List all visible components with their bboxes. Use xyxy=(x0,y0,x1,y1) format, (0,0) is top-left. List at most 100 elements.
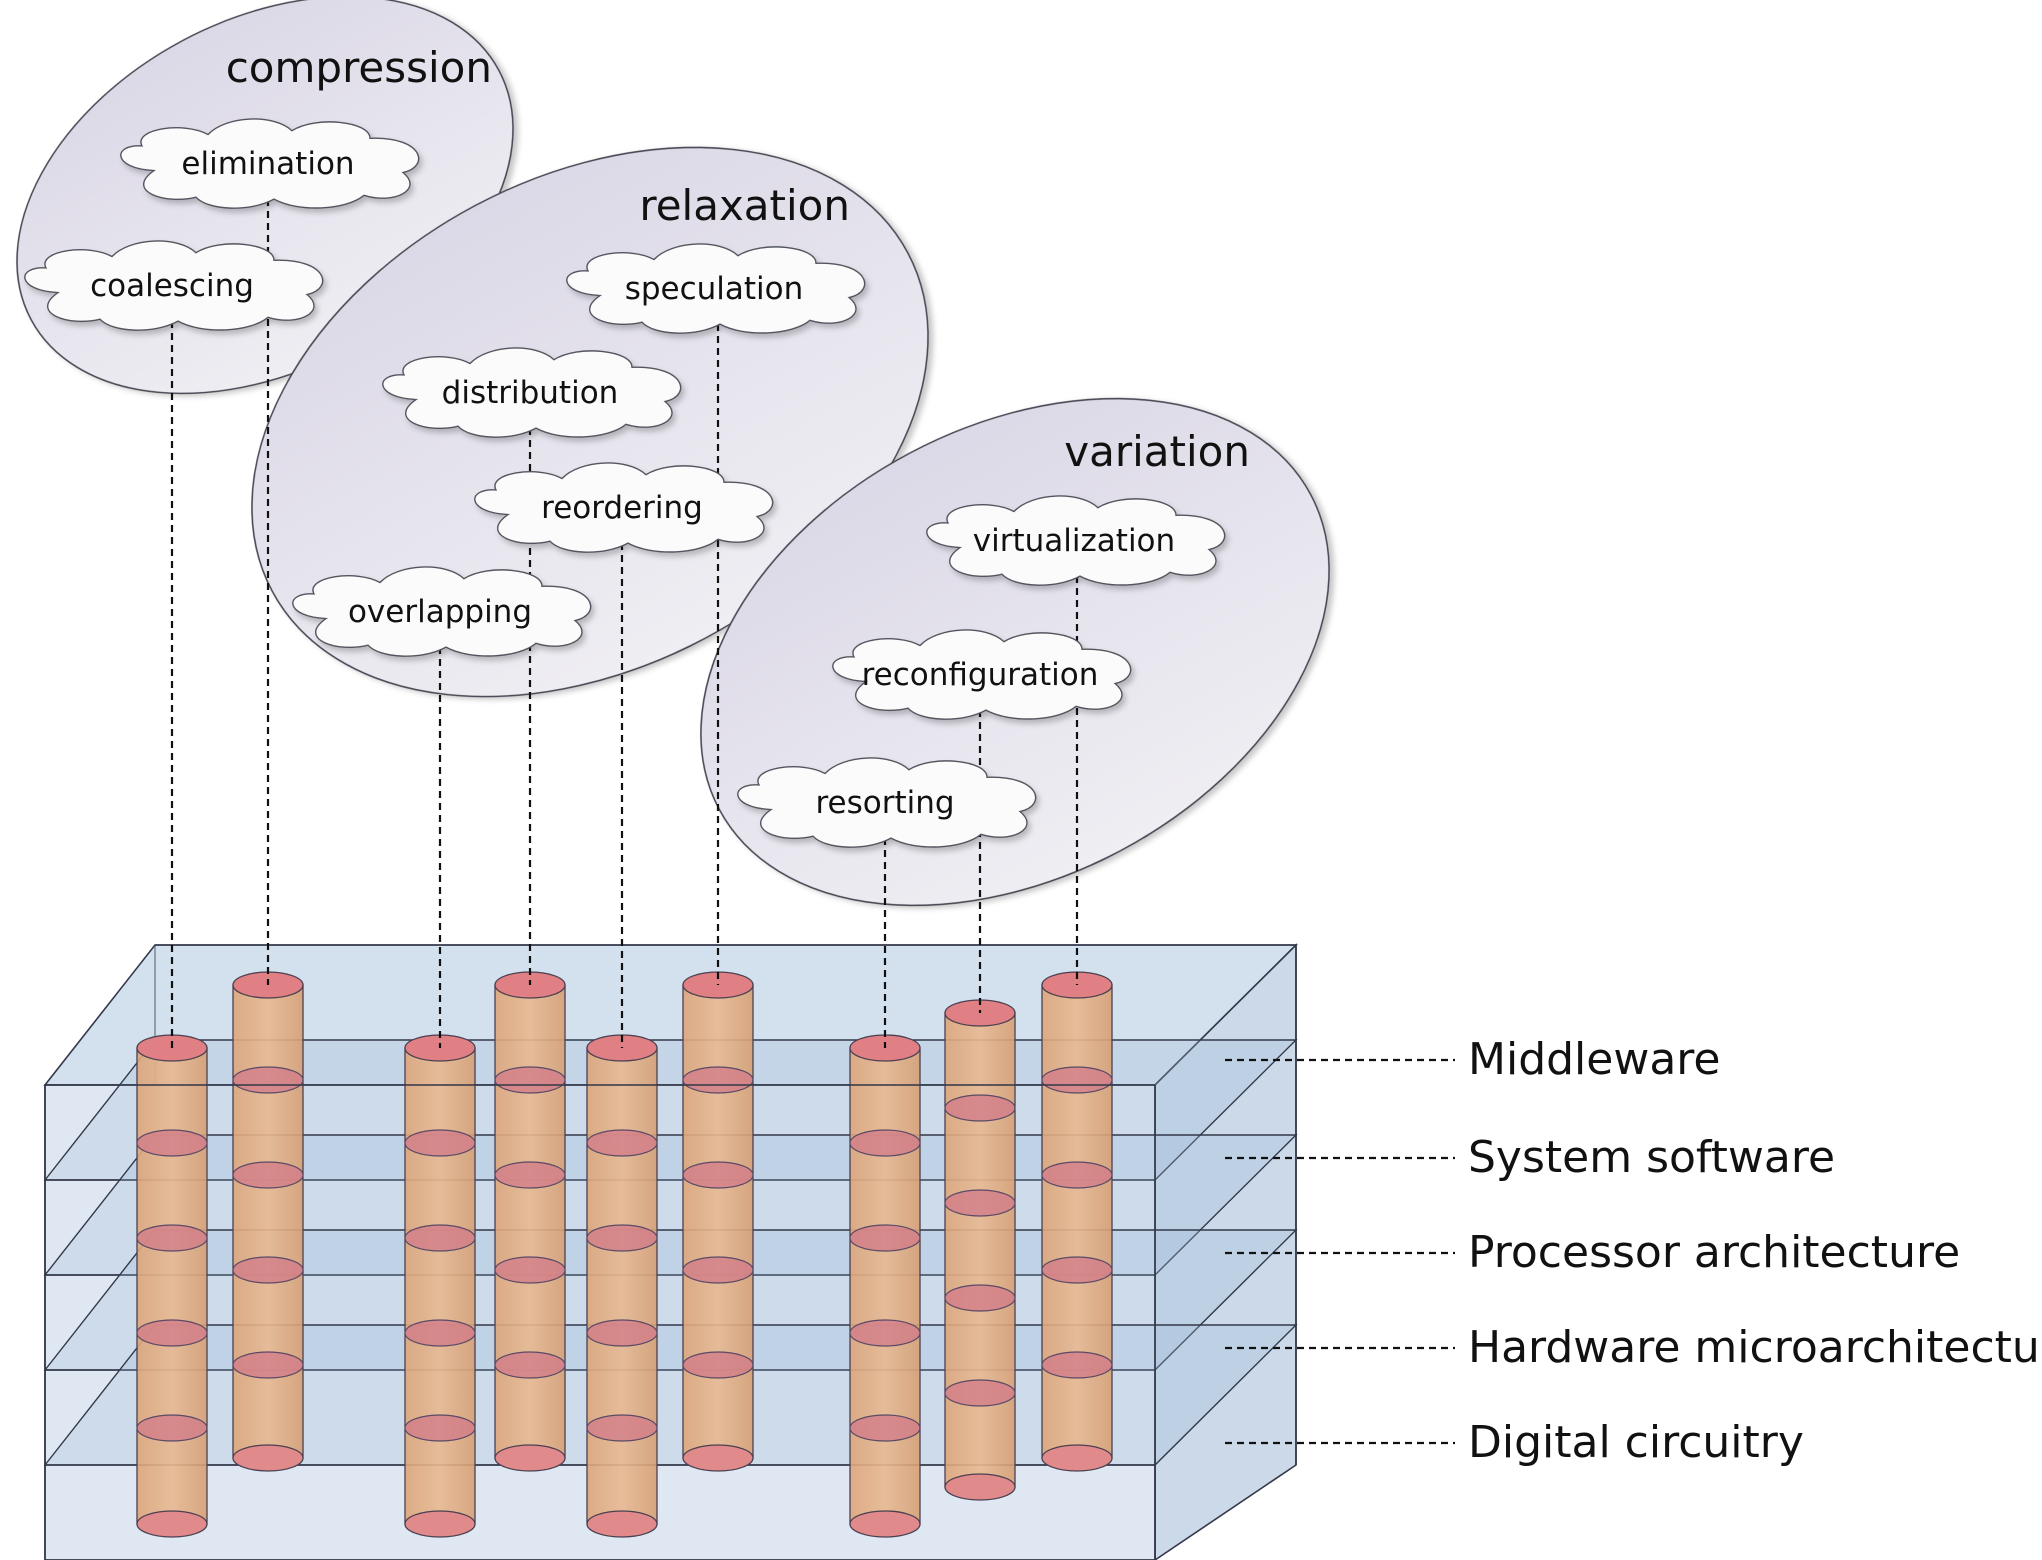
cylinder-body xyxy=(494,984,566,1459)
cylinder-body xyxy=(849,1047,921,1525)
cylinder-ring xyxy=(1041,1256,1113,1284)
cylinder-bottom-cap xyxy=(944,1473,1016,1501)
cylinder-body xyxy=(682,984,754,1459)
cylinder-ring xyxy=(586,1414,658,1442)
cylinder-ring xyxy=(404,1414,476,1442)
cloud-label-reconfiguration: reconfiguration xyxy=(862,657,1099,693)
cylinder-ring xyxy=(849,1414,921,1442)
cylinder-resorting xyxy=(849,1034,921,1538)
cylinder-ring xyxy=(586,1319,658,1347)
cloud-shape xyxy=(832,629,1132,720)
layer-label-hardware-microarchitecture: Hardware microarchitecture xyxy=(1468,1322,2042,1373)
cloud-label-resorting: resorting xyxy=(815,785,954,821)
cylinder-body xyxy=(404,1047,476,1525)
cloud-resorting: resorting xyxy=(737,757,1037,848)
cloud-shape xyxy=(120,118,420,209)
layer-legend: Middleware System software Processor arc… xyxy=(1225,1034,2042,1468)
cylinder-body xyxy=(232,984,304,1459)
cylinder-ring xyxy=(849,1224,921,1252)
cylinder-ring xyxy=(494,1066,566,1094)
cylinder-ring xyxy=(136,1319,208,1347)
technique-clouds: elimination coalescing speculation distribu… xyxy=(24,118,1226,848)
cloud-label-coalescing: coalescing xyxy=(90,268,254,304)
cylinder-ring xyxy=(232,1256,304,1284)
cloud-virtualization: virtualization xyxy=(926,495,1226,586)
cylinder-bottom-cap xyxy=(682,1444,754,1472)
technique-cylinders xyxy=(136,971,1113,1538)
cylinder-virtualization xyxy=(1041,971,1113,1472)
cylinder-bottom-cap xyxy=(232,1444,304,1472)
cylinder-ring xyxy=(1041,1066,1113,1094)
cylinder-ring xyxy=(1041,1161,1113,1189)
cylinder-ring xyxy=(404,1224,476,1252)
layer-label-processor-architecture: Processor architecture xyxy=(1468,1227,1960,1278)
cylinder-ring xyxy=(944,1284,1016,1312)
cylinder-ring xyxy=(232,1351,304,1379)
cylinder-reordering xyxy=(586,1034,658,1538)
cloud-coalescing: coalescing xyxy=(24,240,324,331)
cloud-shape xyxy=(737,757,1037,848)
cloud-label-virtualization: virtualization xyxy=(973,523,1175,559)
cloud-shape xyxy=(926,495,1226,586)
cylinder-body xyxy=(944,1012,1016,1488)
cylinder-ring xyxy=(682,1256,754,1284)
slab-front-edges xyxy=(44,944,1297,1560)
cloud-label-elimination: elimination xyxy=(181,146,354,182)
layer-label-digital-circuitry: Digital circuitry xyxy=(1468,1417,1804,1468)
cloud-elimination: elimination xyxy=(120,118,420,209)
cylinder-ring xyxy=(1041,1351,1113,1379)
cloud-label-overlapping: overlapping xyxy=(348,594,532,630)
cloud-label-speculation: speculation xyxy=(625,271,804,307)
cloud-reconfiguration: reconfiguration xyxy=(832,629,1132,720)
cylinder-bottom-cap xyxy=(136,1510,208,1538)
cylinder-ring xyxy=(586,1224,658,1252)
cloud-shape xyxy=(566,243,866,334)
layer-label-middleware: Middleware xyxy=(1468,1034,1720,1085)
group-variation-label: variation xyxy=(1064,427,1250,476)
group-compression-label: compression xyxy=(226,43,492,92)
technique-connectors xyxy=(170,199,1079,1048)
layer-label-system-software: System software xyxy=(1468,1132,1835,1183)
cylinder-bottom-cap xyxy=(404,1510,476,1538)
cylinder-ring xyxy=(682,1066,754,1094)
cylinder-speculation xyxy=(682,971,754,1472)
cylinder-ring xyxy=(944,1094,1016,1122)
cloud-overlapping: overlapping xyxy=(292,566,592,657)
cylinder-bottom-cap xyxy=(586,1510,658,1538)
cylinder-ring xyxy=(136,1414,208,1442)
cylinder-bottom-cap xyxy=(849,1510,921,1538)
cylinder-ring xyxy=(404,1129,476,1157)
cloud-shape xyxy=(474,462,774,553)
cloud-label-reordering: reordering xyxy=(541,490,703,526)
cylinder-ring xyxy=(136,1224,208,1252)
cylinder-elimination xyxy=(232,971,304,1472)
group-relaxation-label: relaxation xyxy=(639,181,850,230)
cylinder-ring xyxy=(404,1319,476,1347)
cylinder-ring xyxy=(849,1319,921,1347)
cylinder-ring xyxy=(494,1161,566,1189)
cylinder-ring xyxy=(232,1066,304,1094)
cylinder-bottom-cap xyxy=(1041,1444,1113,1472)
cloud-shape xyxy=(382,347,682,438)
cylinder-ring xyxy=(586,1129,658,1157)
cylinder-reconfiguration xyxy=(944,999,1016,1501)
cylinder-ring xyxy=(136,1129,208,1157)
cloud-reordering: reordering xyxy=(474,462,774,553)
cylinder-body xyxy=(586,1047,658,1525)
cylinder-ring xyxy=(232,1161,304,1189)
cylinder-ring xyxy=(682,1161,754,1189)
cylinder-bottom-cap xyxy=(494,1444,566,1472)
cloud-speculation: speculation xyxy=(566,243,866,334)
cylinder-ring xyxy=(849,1129,921,1157)
cloud-distribution: distribution xyxy=(382,347,682,438)
cloud-shape xyxy=(24,240,324,331)
cylinder-ring xyxy=(944,1379,1016,1407)
cloud-shape xyxy=(292,566,592,657)
cylinder-ring xyxy=(944,1189,1016,1217)
cylinder-distribution xyxy=(494,971,566,1472)
cylinder-ring xyxy=(494,1256,566,1284)
cylinder-overlapping xyxy=(404,1034,476,1538)
cylinder-body xyxy=(1041,984,1113,1459)
cylinder-coalescing xyxy=(136,1034,208,1538)
